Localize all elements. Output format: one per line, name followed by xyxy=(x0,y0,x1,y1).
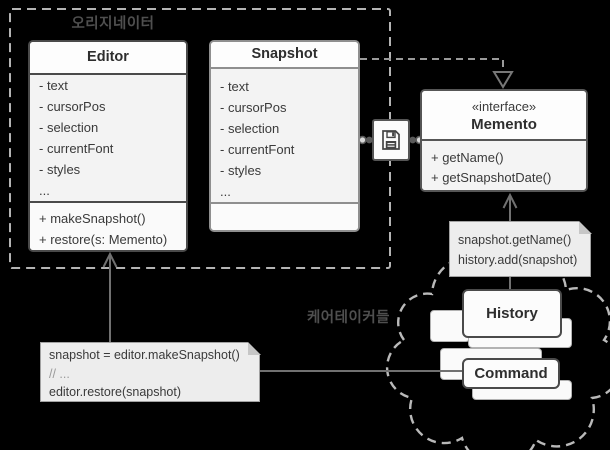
originator-group-label: 오리지네이터 xyxy=(71,16,155,32)
caretaker-code-note: snapshot.getName() history.add(snapshot) xyxy=(449,220,592,277)
attribute-row: - cursorPos xyxy=(39,99,106,114)
originator-boundary xyxy=(9,8,391,269)
realization-line xyxy=(360,58,504,71)
realization-triangle-icon xyxy=(492,71,514,89)
interface-memento-methods: + getName() + getSnapshotDate() xyxy=(422,141,586,190)
originator-code-note: snapshot = editor.makeSnapshot() // ... … xyxy=(40,341,261,402)
stereotype-label: «interface» xyxy=(471,99,537,114)
class-editor-methods: + makeSnapshot() + restore(s: Memento) xyxy=(30,201,186,250)
attribute-row: ... xyxy=(220,184,231,199)
code-line: history.add(snapshot) xyxy=(458,253,578,267)
class-editor-attributes: - text - cursorPos - selection - current… xyxy=(30,75,186,201)
code-line: snapshot = editor.makeSnapshot() xyxy=(49,348,240,362)
attribute-row: - styles xyxy=(220,163,262,178)
attribute-row: - selection xyxy=(39,120,99,135)
code-line: snapshot.getName() xyxy=(458,233,572,247)
code-line: // ... xyxy=(49,366,70,381)
attribute-row: - selection xyxy=(220,121,280,136)
method-row: + getName() xyxy=(431,150,504,165)
class-editor-name: Editor xyxy=(30,42,186,75)
save-box xyxy=(372,119,410,161)
attribute-row: - cursorPos xyxy=(220,100,287,115)
interface-memento-name: Memento xyxy=(471,116,537,133)
attribute-row: - text xyxy=(220,79,249,94)
caretakers-group-label: 케어테이커들 xyxy=(306,310,390,326)
class-snapshot-methods-empty xyxy=(211,202,358,230)
attribute-row: - currentFont xyxy=(220,142,295,157)
interface-memento-header: «interface» Memento xyxy=(422,91,586,141)
interface-memento: «interface» Memento + getName() + getSna… xyxy=(420,89,588,192)
class-snapshot-name: Snapshot xyxy=(211,42,358,69)
method-row: + getSnapshotDate() xyxy=(431,170,552,185)
class-snapshot-attributes: - text - cursorPos - selection - current… xyxy=(211,69,358,202)
code-line: editor.restore(snapshot) xyxy=(49,385,182,399)
memento-arrowhead-icon xyxy=(502,192,518,209)
attribute-row: - currentFont xyxy=(39,141,114,156)
class-editor: Editor - text - cursorPos - selection - … xyxy=(28,40,188,252)
editor-arrowhead-icon xyxy=(102,251,118,268)
class-history: History xyxy=(462,289,562,338)
socket-ball-left-icon xyxy=(365,136,373,144)
socket-ball-right-icon xyxy=(409,136,417,144)
class-command: Command xyxy=(462,358,560,389)
class-snapshot: Snapshot - text - cursorPos - selection … xyxy=(209,40,360,232)
floppy-disk-icon xyxy=(382,130,400,150)
method-row: + makeSnapshot() xyxy=(39,211,146,226)
attribute-row: - styles xyxy=(39,162,81,177)
method-row: + restore(s: Memento) xyxy=(39,232,168,247)
attribute-row: - text xyxy=(39,78,68,93)
attribute-row: ... xyxy=(39,183,50,198)
